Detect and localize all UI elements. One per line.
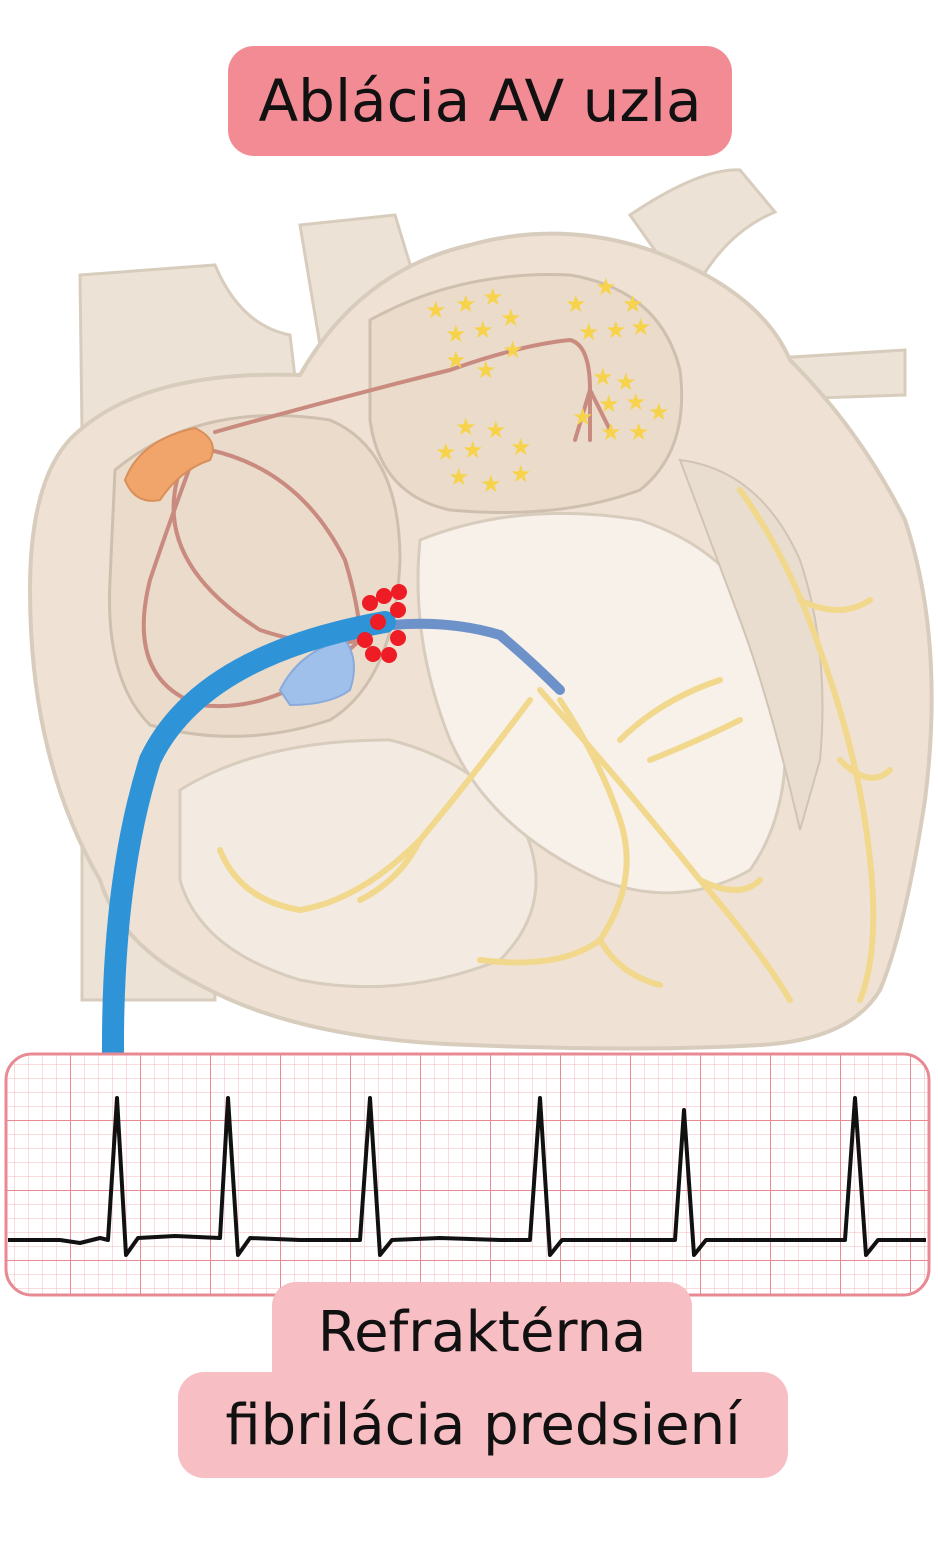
ecg-strip bbox=[4, 1052, 931, 1297]
svg-text:★: ★ bbox=[630, 313, 652, 341]
svg-text:★: ★ bbox=[455, 413, 477, 441]
svg-text:★: ★ bbox=[605, 316, 627, 344]
svg-text:★: ★ bbox=[472, 316, 494, 344]
svg-text:★: ★ bbox=[648, 398, 670, 426]
svg-text:★: ★ bbox=[425, 296, 447, 324]
svg-text:★: ★ bbox=[480, 470, 502, 498]
svg-text:★: ★ bbox=[502, 336, 524, 364]
title-text: Ablácia AV uzla bbox=[258, 67, 702, 135]
svg-text:★: ★ bbox=[448, 463, 470, 491]
purkinje-fibers bbox=[217, 487, 893, 1003]
svg-text:★: ★ bbox=[500, 304, 522, 332]
bundle-of-his bbox=[387, 618, 565, 695]
ablation-lesion-dots bbox=[357, 584, 407, 663]
svg-text:★: ★ bbox=[435, 438, 457, 466]
svg-text:★: ★ bbox=[445, 346, 467, 374]
svg-text:★: ★ bbox=[622, 290, 644, 318]
caption-line1: Refraktérna bbox=[317, 1299, 647, 1365]
svg-text:★: ★ bbox=[565, 290, 587, 318]
caption-line2-box: fibrilácia predsiení bbox=[178, 1372, 788, 1478]
svg-text:★: ★ bbox=[462, 436, 484, 464]
caption-line1-box: Refraktérna bbox=[272, 1282, 692, 1382]
svg-text:★: ★ bbox=[615, 368, 637, 396]
svg-text:★: ★ bbox=[600, 418, 622, 446]
svg-text:★: ★ bbox=[510, 433, 532, 461]
svg-text:★: ★ bbox=[485, 416, 507, 444]
ablation-catheter bbox=[101, 611, 396, 1066]
svg-text:★: ★ bbox=[445, 320, 467, 348]
svg-text:★: ★ bbox=[578, 318, 600, 346]
title-banner: Ablácia AV uzla bbox=[228, 46, 732, 156]
svg-text:★: ★ bbox=[625, 388, 647, 416]
svg-text:★: ★ bbox=[572, 403, 594, 431]
fibrillation-star-clusters: ★★★ ★★★ ★★★ ★★★ ★★★ ★★ ★★★ ★★★ ★★ ★★★ ★★… bbox=[425, 273, 670, 498]
sa-node bbox=[123, 426, 214, 502]
svg-text:★: ★ bbox=[598, 390, 620, 418]
svg-text:★: ★ bbox=[628, 418, 650, 446]
svg-text:★: ★ bbox=[592, 363, 614, 391]
svg-text:★: ★ bbox=[482, 283, 504, 311]
svg-text:★: ★ bbox=[595, 273, 617, 301]
svg-text:★: ★ bbox=[510, 460, 532, 488]
caption-line2: fibrilácia predsiení bbox=[225, 1392, 741, 1458]
svg-text:★: ★ bbox=[455, 290, 477, 318]
ecg-trace bbox=[8, 1096, 926, 1257]
av-node-blue-region bbox=[278, 638, 355, 707]
svg-text:★: ★ bbox=[475, 356, 497, 384]
